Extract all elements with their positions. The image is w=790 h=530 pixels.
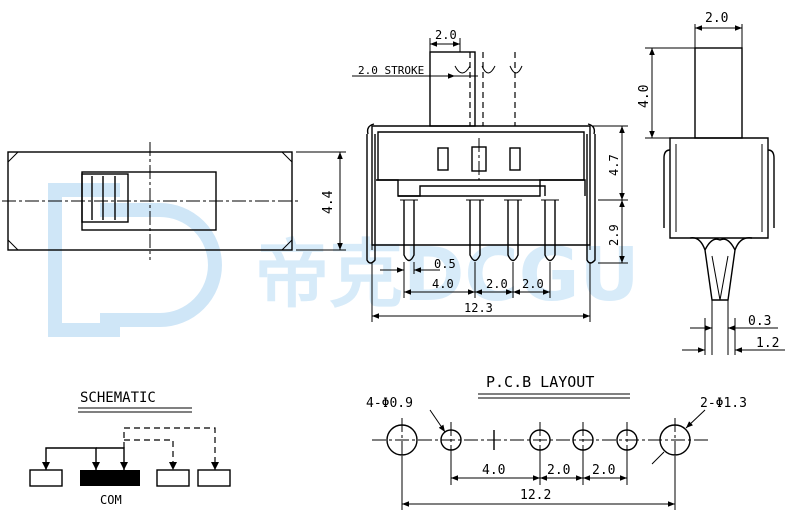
watermark-logo: 帝克DCGU (48, 183, 640, 337)
pcb-dim-2-0b: 2.0 (592, 463, 615, 478)
pcb-title: P.C.B LAYOUT (486, 373, 594, 391)
front-view: 2.0 2.0 STROKE 4.7 2.9 (352, 28, 628, 322)
dim-4-7: 4.7 (607, 154, 621, 176)
dim-4-4: 4.4 (321, 190, 336, 214)
schematic: SCHEMATIC COM (29, 390, 231, 507)
top-view: 4.4 (2, 142, 346, 260)
dim-2-0-side: 2.0 (705, 11, 728, 26)
pcb-dim-12-2: 12.2 (520, 488, 551, 503)
com-label: COM (100, 493, 122, 507)
dim-2-0b-front: 2.0 (522, 277, 544, 291)
stroke-label: 2.0 STROKE (358, 64, 424, 77)
dim-2-0a-front: 2.0 (486, 277, 508, 291)
actuator (429, 51, 476, 127)
com-terminal (80, 470, 140, 486)
pcb-dim-2-0a: 2.0 (547, 463, 570, 478)
dim-0-5: 0.5 (434, 257, 456, 271)
large-holes-label: 2-Φ1.3 (700, 396, 747, 411)
dim-2-0-top: 2.0 (435, 28, 457, 42)
dim-1-2: 1.2 (756, 336, 779, 351)
schematic-title: SCHEMATIC (80, 390, 156, 406)
side-actuator (694, 47, 743, 139)
dim-4-0-side: 4.0 (637, 85, 652, 108)
dim-12-3: 12.3 (464, 301, 493, 315)
dim-4-0-front: 4.0 (432, 277, 454, 291)
dim-0-3: 0.3 (748, 314, 771, 329)
pcb-layout: P.C.B LAYOUT 4-Φ0.9 2-Φ1.3 4.0 2.0 2.0 1… (366, 373, 747, 510)
watermark-text: 帝克DCGU (255, 232, 640, 318)
pcb-dim-4-0: 4.0 (482, 463, 505, 478)
slider-knob (81, 173, 129, 223)
small-holes-label: 4-Φ0.9 (366, 396, 413, 411)
side-view: 2.0 4.0 0.3 1.2 (637, 11, 785, 355)
dim-2-9: 2.9 (607, 224, 621, 246)
